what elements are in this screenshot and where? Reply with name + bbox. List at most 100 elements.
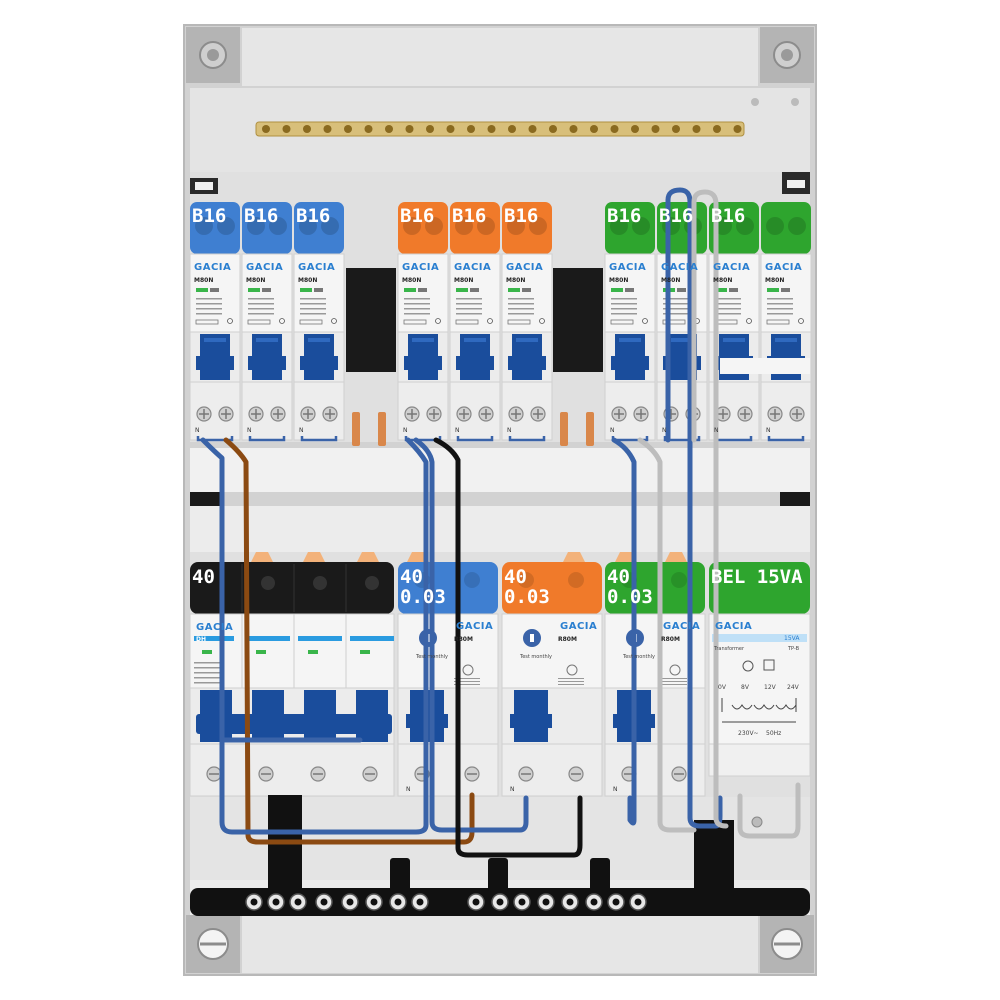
breaker-brand-label: GACIA (194, 262, 232, 273)
busbar-screw-icon (364, 125, 373, 133)
breaker-model-label: M80N (246, 277, 266, 284)
breaker-brand-label: GACIA (298, 262, 336, 273)
wire-grey (737, 782, 801, 839)
circuit-breaker-2[interactable] (241, 202, 293, 442)
breaker-model-label: M80N (298, 277, 318, 284)
busbar-screw-icon (508, 125, 516, 133)
breaker-brand-label: GACIA (246, 262, 284, 273)
busbar-screw-icon (569, 125, 578, 133)
breaker-model-label: M80N (402, 277, 422, 284)
busbar-screw-icon (323, 125, 332, 133)
breaker-brand-label: GACIA (609, 262, 647, 273)
corner-screw-icon (760, 27, 814, 83)
breaker-model-label: M80N (609, 277, 629, 284)
wiring (200, 187, 801, 858)
wire-blue (611, 437, 637, 826)
transformer-title: Transformer (714, 646, 745, 652)
transformer-output-label: 0V (718, 684, 726, 691)
busbar-screw-icon (733, 125, 742, 133)
rcd-1[interactable] (397, 562, 499, 797)
transformer-output-label: 8V (741, 684, 749, 691)
main-switch-brand-label: GACIA (196, 622, 234, 633)
busbar-screw-icon (487, 125, 496, 133)
breaker-brand-label: GACIA (765, 262, 803, 273)
shield-icon (763, 659, 775, 671)
wire-brown (223, 437, 475, 845)
transformer-freq-label: 50Hz (766, 730, 782, 737)
neutral-mark: N (507, 427, 512, 434)
busbar-screw-icon (713, 125, 721, 133)
breaker-model-label: M80N (661, 277, 681, 284)
breaker-cap (398, 202, 448, 254)
neutral-mark: N (195, 427, 200, 434)
circuit-breaker-1[interactable] (189, 202, 241, 442)
breaker-brand-label: GACIA (661, 262, 699, 273)
blank-cover (553, 268, 603, 372)
breaker-cap (450, 202, 500, 254)
circuit-breaker-10[interactable] (760, 202, 812, 442)
rcd-test-note: Test monthly (623, 654, 656, 660)
corner-screw-icon (760, 915, 814, 973)
busbar-screw-icon (610, 125, 619, 133)
transformer-rating: 15VA (784, 635, 800, 642)
busbar-screw-icon (426, 125, 434, 133)
terminal-screws (245, 816, 763, 911)
busbar-screw-icon (262, 125, 270, 133)
rcd-test-note: Test monthly (520, 654, 553, 660)
rcd-brand-label: GACIA (456, 621, 494, 632)
wire-grey (637, 437, 697, 833)
busbar-screw-icon (405, 125, 414, 133)
enclosure-bottom-panel (242, 915, 758, 973)
breaker-cap (242, 202, 292, 254)
corner-screw-icon (186, 915, 240, 973)
circuit-breaker-5[interactable] (449, 202, 501, 442)
corner-screw-icon (186, 27, 240, 83)
rcd-model-label: R80M (661, 636, 680, 643)
busbar-screw-icon (303, 125, 311, 133)
transformer-model: TP-B (788, 646, 800, 652)
main-switch-handle[interactable] (196, 714, 392, 734)
breaker-brand-label: GACIA (713, 262, 751, 273)
enclosure-top-panel (242, 28, 758, 86)
bell-icon (742, 660, 754, 672)
circuit-breaker-7[interactable] (604, 202, 656, 442)
circuit-breaker-4[interactable] (397, 202, 449, 442)
rcd-model-label: R80M (454, 636, 473, 643)
rcd-test-note: Test monthly (416, 654, 449, 660)
wire-blue (200, 437, 249, 835)
breaker-cap (502, 202, 552, 254)
neutral-mark: N (766, 427, 771, 434)
neutral-mark: N (610, 427, 615, 434)
neutral-mark: N (455, 427, 460, 434)
rcd-brand-label: GACIA (663, 621, 701, 632)
rcd-brand-label: GACIA (560, 621, 598, 632)
busbar-screw-icon (344, 125, 352, 133)
transformer-brand-label: GACIA (715, 621, 753, 632)
breaker-cap (605, 202, 655, 254)
transformer-output-label: 24V (787, 684, 799, 691)
circuit-breaker-3[interactable] (293, 202, 345, 442)
circuit-breaker-8[interactable] (656, 202, 708, 442)
enclosure-inner (190, 88, 810, 188)
neutral-mark: N (613, 786, 618, 793)
breaker-model-label: M80N (506, 277, 526, 284)
neutral-mark: N (662, 427, 667, 434)
busbar-screw-icon (528, 125, 537, 133)
circuit-breaker-6[interactable] (501, 202, 553, 442)
busbar-screw-icon (651, 125, 660, 133)
rcd-2[interactable] (501, 562, 603, 797)
busbar-screw-icon (385, 125, 393, 133)
breaker-cap (190, 202, 240, 254)
transformer-output-label: 12V (764, 684, 776, 691)
wire-blue (243, 437, 429, 835)
neutral-mark: N (403, 427, 408, 434)
breaker-model-label: M80N (765, 277, 785, 284)
busbar-screw-icon (590, 125, 598, 133)
breaker-model-label: M80N (713, 277, 733, 284)
rcd-model-label: R80M (558, 636, 577, 643)
neutral-mark: N (714, 427, 719, 434)
bell-transformer[interactable] (708, 562, 811, 777)
busbar-screw-icon (549, 125, 557, 133)
breaker-model-label: M80N (454, 277, 474, 284)
